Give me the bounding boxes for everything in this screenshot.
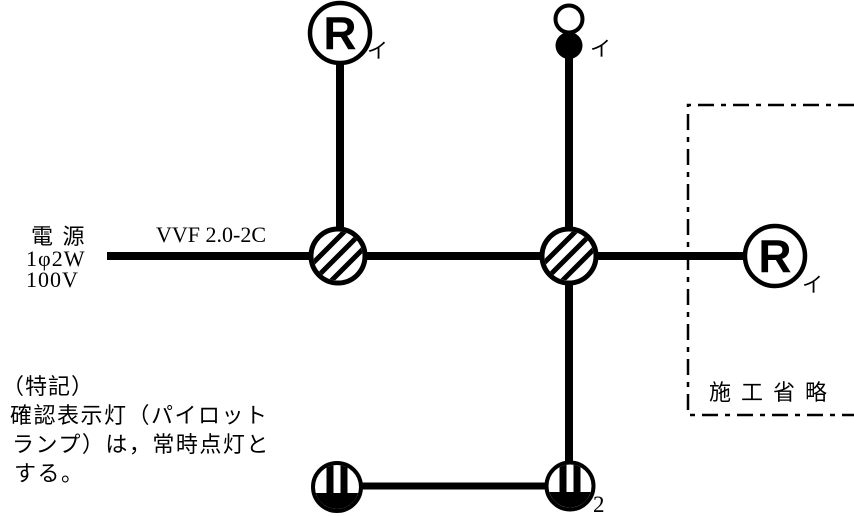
lamp-receptacle-right-icon: R bbox=[742, 223, 808, 289]
omission-label: 施工省略 bbox=[709, 380, 837, 405]
lamp-right-letter: R bbox=[758, 230, 791, 282]
power-source-voltage: 100V bbox=[26, 267, 79, 292]
junction-box-left-icon bbox=[308, 226, 368, 286]
special-note: （特記） 確認表示灯（パイロット ランプ）は，常時点灯と する。 bbox=[2, 374, 270, 486]
note-line-2: ランプ）は，常時点灯と bbox=[12, 432, 270, 457]
switch-circuit-label: イ bbox=[590, 37, 611, 61]
pilot-lamp-icon bbox=[553, 3, 585, 35]
junction-box-right-hatch bbox=[544, 231, 594, 281]
outlet-single-icon bbox=[311, 461, 363, 513]
lamp-right-circuit-label: イ bbox=[802, 273, 823, 297]
power-source-label: 電 源 1φ2W 100V bbox=[26, 224, 87, 292]
lamp-top-letter: R bbox=[323, 7, 356, 59]
power-source-name: 電 源 bbox=[31, 224, 87, 249]
lamp-top-circuit-label: イ bbox=[367, 39, 388, 63]
outlet-count-label: 2 bbox=[593, 492, 605, 516]
junction-box-right-icon bbox=[539, 226, 599, 286]
switch-icon bbox=[555, 32, 583, 59]
note-line-3: する。 bbox=[14, 461, 85, 486]
outlet-double-icon bbox=[544, 460, 596, 512]
cable-label: VVF 2.0-2C bbox=[156, 222, 266, 247]
note-title: （特記） bbox=[2, 374, 94, 399]
junction-box-left-hatch bbox=[313, 231, 363, 281]
note-line-1: 確認表示灯（パイロット bbox=[10, 403, 269, 428]
power-source-phase: 1φ2W bbox=[26, 246, 85, 271]
lamp-receptacle-top-icon: R bbox=[307, 0, 373, 66]
